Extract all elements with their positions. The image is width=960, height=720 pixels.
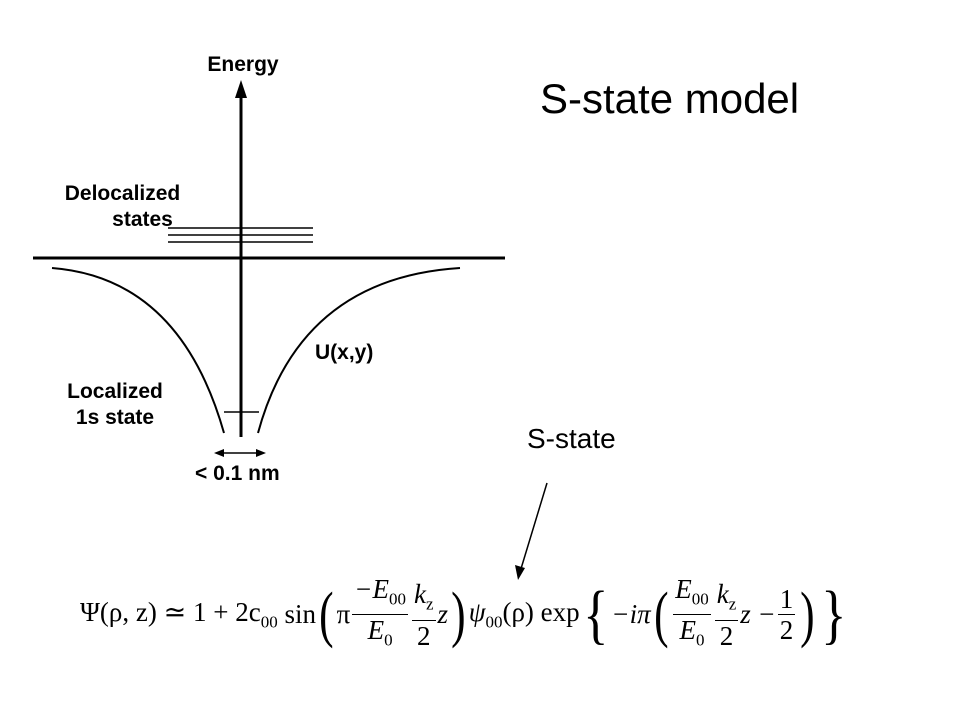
eq-frac-half: 1 2 [777, 584, 796, 646]
energy-axis-arrowhead [235, 80, 247, 98]
eq-paren-close-1: ) [451, 580, 466, 649]
eq-sin: sin [284, 599, 316, 630]
width-arrow-right-head [256, 449, 266, 457]
eq-frac-kz-1: kz 2 [411, 579, 436, 651]
energy-label: Energy [207, 53, 279, 76]
eq-z-minus: z − [740, 599, 776, 630]
potential-curve-right [257, 267, 461, 434]
eq-brace-close: } [821, 577, 847, 651]
page-title: S-state model [540, 75, 800, 122]
localized-label: Localized 1s state [50, 379, 180, 431]
eq-frac-energy-1: −E00 E0 [352, 574, 408, 650]
eq-paren-open-1: ( [319, 580, 334, 649]
eq-lhs: Ψ(ρ, z) ≃ 1 + 2c00 [80, 597, 278, 632]
eq-paren-close-2: ) [800, 580, 815, 649]
sstate-pointer-head [515, 565, 525, 580]
eq-frac-kz-2: kz 2 [714, 579, 739, 651]
width-arrow-left-head [214, 449, 224, 457]
localized-label-line1: Localized [67, 380, 163, 403]
delocalized-label-line2: states [112, 208, 173, 231]
eq-pi: π [336, 599, 351, 630]
sstate-pointer-line [519, 482, 548, 573]
potential-curve-left [51, 267, 225, 434]
eq-z-1: z [437, 599, 449, 630]
sstate-label: S-state [527, 423, 616, 454]
eq-frac-energy-2: E00 E0 [673, 574, 711, 650]
eq-minus-i-pi: −iπ [611, 599, 651, 630]
width-label: < 0.1 nm [195, 462, 280, 485]
delocalized-label-line1: Delocalized [64, 182, 181, 205]
eq-psi: ψ00(ρ) exp [468, 597, 580, 632]
potential-label: U(x,y) [315, 341, 374, 364]
delocalized-label: Delocalized states [40, 181, 205, 233]
eq-brace-open: { [582, 577, 609, 651]
eq-paren-open-2: ( [653, 580, 669, 649]
localized-label-line2: 1s state [75, 406, 155, 429]
wavefunction-equation: Ψ(ρ, z) ≃ 1 + 2c00 sin ( π −E00 E0 kz 2 … [80, 574, 900, 656]
